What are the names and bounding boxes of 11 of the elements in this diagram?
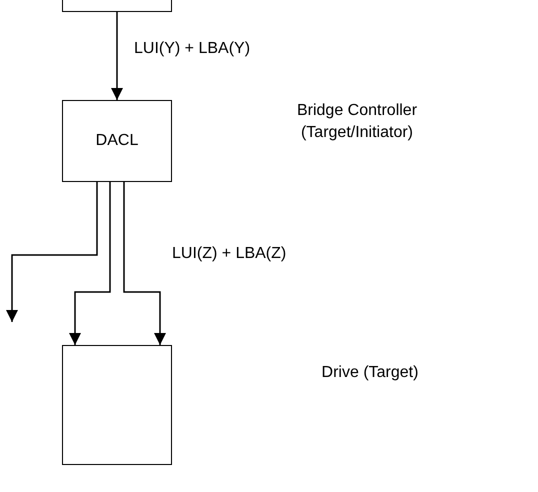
edge-label: LUI(Y) + LBA(Y): [132, 40, 252, 58]
process-box: [62, 345, 172, 465]
caption-text: Drive (Target): [320, 363, 420, 383]
arrow: [6, 182, 98, 322]
process-box: [62, 100, 172, 182]
edge-label: LUI(Z) + LBA(Z): [170, 245, 288, 263]
node-label: DACL: [96, 132, 138, 150]
arrow: [111, 12, 123, 100]
arrow: [69, 182, 111, 345]
caption-text: Bridge Controller (Target/Initiator): [296, 101, 418, 143]
arrow: [123, 182, 166, 345]
